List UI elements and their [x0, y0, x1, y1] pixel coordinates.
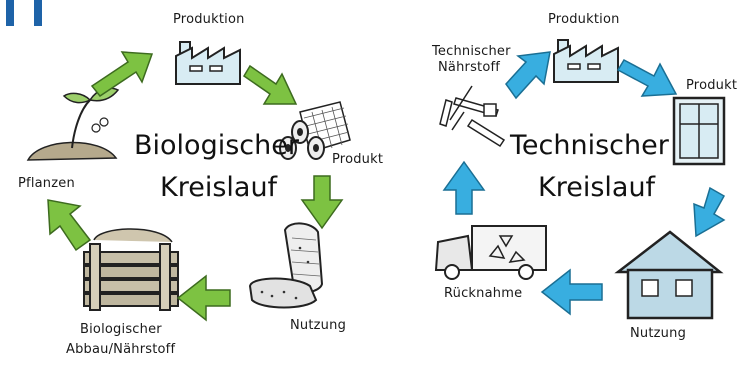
recycling-truck-icon	[434, 225, 547, 280]
arrow-produktion-to-produkt	[242, 64, 298, 105]
label-pflanzen: Pflanzen	[18, 176, 75, 191]
corner-accent-bar-2	[34, 0, 42, 26]
scrap-parts-icon	[439, 85, 506, 148]
biological-title-line2: Kreislauf	[160, 172, 278, 203]
arrow-nutzung-to-abbau	[176, 274, 231, 322]
label-nutzung: Nutzung	[290, 318, 347, 333]
arrow-produkt-to-nutzung	[300, 175, 344, 230]
fabric-rolls-icon	[279, 101, 351, 160]
corner-accent-bar	[6, 0, 14, 26]
factory-icon	[553, 39, 619, 83]
car-seat-icon	[248, 222, 324, 309]
label-nutzung: Nutzung	[630, 326, 687, 341]
biological-cycle-artwork	[26, 41, 351, 322]
technical-cycle: Produktion Produkt Nutzung Rücknahme Tec…	[380, 0, 743, 369]
label-naehrstoff-line2: Nährstoff	[438, 60, 501, 75]
arrow-produktion-to-produkt	[616, 59, 678, 97]
label-abbau-line1: Biologischer	[80, 322, 162, 337]
arrow-nutzung-to-ruecknahme	[540, 268, 603, 316]
window-icon	[672, 96, 726, 166]
arrow-ruecknahme-to-naehrstoff	[442, 160, 486, 215]
technical-title-line1: Technischer	[510, 130, 669, 161]
technical-title-line2: Kreislauf	[538, 172, 656, 203]
label-produkt: Produkt	[686, 78, 738, 93]
arrow-produkt-to-nutzung	[693, 186, 726, 238]
label-produktion: Produktion	[173, 12, 245, 27]
label-abbau-line2: Abbau/Nährstoff	[66, 342, 176, 357]
compost-crate-icon	[83, 228, 179, 311]
label-produkt: Produkt	[332, 152, 384, 167]
arrow-abbau-to-pflanzen	[47, 199, 92, 252]
technical-cycle-artwork	[434, 39, 726, 320]
label-produktion: Produktion	[548, 12, 620, 27]
biological-title-line1: Biologischer	[134, 130, 299, 161]
factory-icon	[175, 41, 241, 85]
house-icon	[614, 230, 724, 320]
arrow-naehrstoff-to-produktion	[505, 51, 551, 100]
seedling-icon	[26, 87, 120, 161]
label-naehrstoff-line1: Technischer	[432, 44, 511, 59]
biological-cycle: Produktion Produkt Nutzung Biologischer …	[18, 12, 384, 357]
label-ruecknahme: Rücknahme	[444, 286, 523, 301]
arrow-pflanzen-to-produktion	[90, 51, 154, 98]
